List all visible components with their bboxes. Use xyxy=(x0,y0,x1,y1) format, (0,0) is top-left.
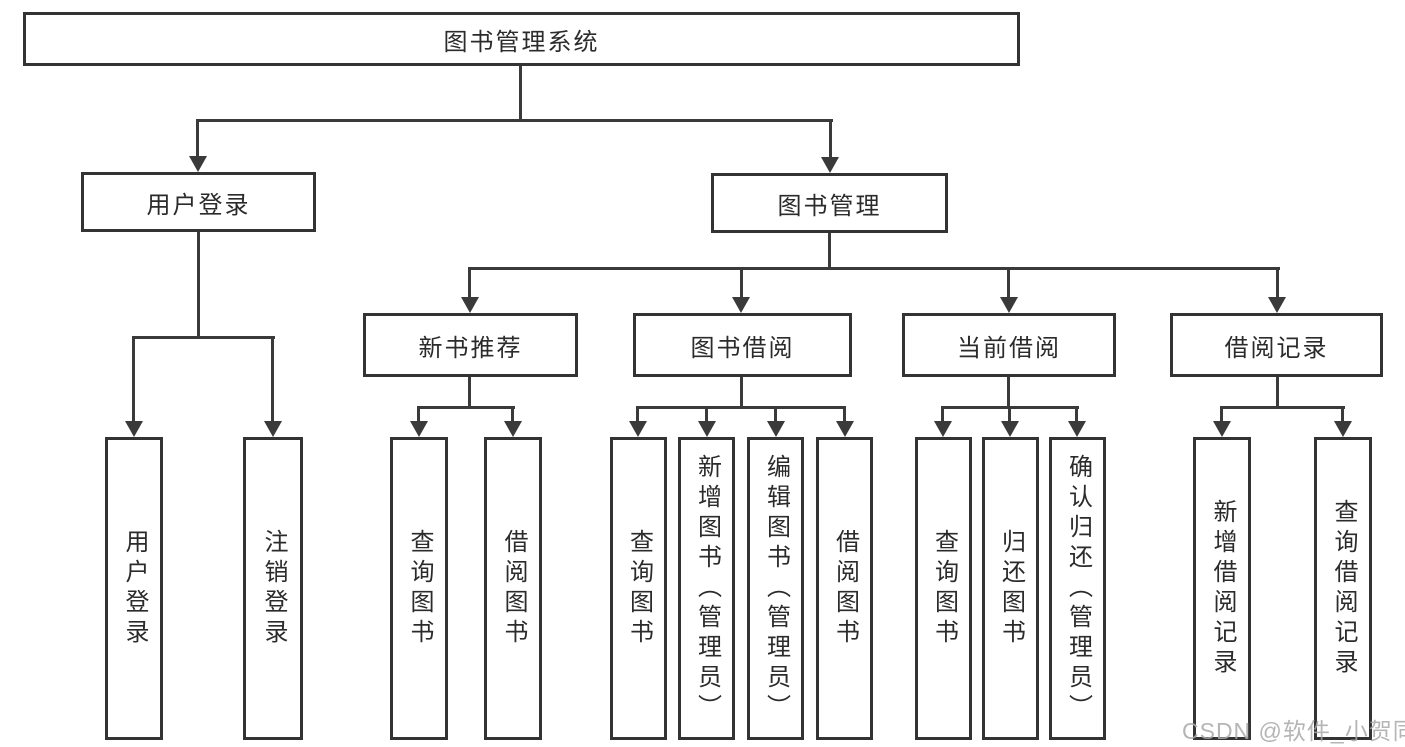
diagram-box-edit-book-admin: 编辑图书（管理员） xyxy=(747,437,804,740)
connector-line xyxy=(740,267,743,300)
arrowhead-down-icon xyxy=(629,421,647,437)
diagram-box-label: 借阅记录 xyxy=(1224,334,1329,362)
diagram-box-label: 当前借阅 xyxy=(957,334,1061,362)
diagram-box-label: 图书管理 xyxy=(777,192,882,220)
diagram-box-label: 查询图书 xyxy=(930,528,958,649)
connector-line xyxy=(740,375,743,409)
diagram-box-library-system: 图书管理系统 xyxy=(23,12,1020,66)
diagram-box-label: 查询图书 xyxy=(406,528,433,649)
diagram-box-label: 注销登录 xyxy=(260,528,287,649)
diagram-box-label: 归还图书 xyxy=(997,528,1025,649)
connector-line xyxy=(828,231,831,270)
arrowhead-down-icon xyxy=(767,421,785,437)
arrowhead-down-icon xyxy=(1000,297,1018,313)
diagram-box-label: 查询借阅记录 xyxy=(1330,498,1357,679)
arrowhead-down-icon xyxy=(1001,421,1019,437)
diagram-box-logout: 注销登录 xyxy=(243,437,303,740)
arrowhead-down-icon xyxy=(1213,421,1231,437)
diagram-box-label: 确认归还（管理员） xyxy=(1064,453,1092,724)
connector-line xyxy=(1007,375,1010,409)
arrowhead-down-icon xyxy=(934,421,952,437)
connector-line xyxy=(1276,375,1279,409)
connector-line xyxy=(196,119,199,159)
connector-line xyxy=(636,406,846,409)
diagram-box-query-borrow-record: 查询借阅记录 xyxy=(1314,437,1372,740)
arrowhead-down-icon xyxy=(189,156,207,172)
arrowhead-down-icon xyxy=(698,421,716,437)
diagram-box-label: 新书推荐 xyxy=(418,334,523,362)
connector-line xyxy=(1075,406,1078,424)
arrowhead-down-icon xyxy=(732,297,750,313)
diagram-box-borrow-book-bb: 借阅图书 xyxy=(816,437,873,740)
diagram-box-new-book-recommend: 新书推荐 xyxy=(363,313,578,377)
connector-line xyxy=(468,267,471,300)
connector-line xyxy=(1008,406,1011,424)
arrowhead-down-icon xyxy=(125,421,143,437)
arrowhead-down-icon xyxy=(821,157,839,173)
connector-line xyxy=(705,406,708,424)
diagram-box-current-borrow: 当前借阅 xyxy=(902,313,1116,377)
diagram-box-label: 借阅图书 xyxy=(500,528,527,649)
arrowhead-down-icon xyxy=(410,421,428,437)
diagram-box-query-book-nb: 查询图书 xyxy=(390,437,448,740)
diagram-box-confirm-return-admin: 确认归还（管理员） xyxy=(1049,437,1106,740)
connector-line xyxy=(519,64,522,122)
arrowhead-down-icon xyxy=(836,421,854,437)
csdn-watermark: CSDN @软件_小贺同学 xyxy=(1182,718,1405,744)
diagram-box-label: 新增借阅记录 xyxy=(1209,498,1236,679)
diagram-box-return-book: 归还图书 xyxy=(982,437,1039,740)
diagram-box-add-book-admin: 新增图书（管理员） xyxy=(678,437,735,740)
diagram-box-user-login-action: 用户登录 xyxy=(105,437,163,740)
arrowhead-down-icon xyxy=(1068,421,1086,437)
arrowhead-down-icon xyxy=(264,421,282,437)
connector-line xyxy=(1220,406,1223,424)
connector-line xyxy=(417,406,515,409)
diagram-box-book-borrow: 图书借阅 xyxy=(633,313,852,377)
arrowhead-down-icon xyxy=(504,421,522,437)
diagram-box-label: 借阅图书 xyxy=(831,528,859,649)
diagram-box-book-management: 图书管理 xyxy=(711,173,948,233)
connector-line xyxy=(468,375,471,409)
connector-line xyxy=(1007,267,1010,300)
connector-line xyxy=(468,267,1280,270)
diagram-box-add-borrow-record: 新增借阅记录 xyxy=(1193,437,1251,740)
connector-line xyxy=(511,406,514,424)
connector-line xyxy=(197,230,200,339)
connector-line xyxy=(132,336,135,424)
diagram-box-borrow-record: 借阅记录 xyxy=(1170,313,1383,377)
connector-line xyxy=(774,406,777,424)
connector-line xyxy=(1276,267,1279,300)
diagram-box-label: 用户登录 xyxy=(121,528,148,649)
connector-line xyxy=(829,119,832,160)
diagram-box-label: 编辑图书（管理员） xyxy=(762,453,790,724)
diagram-box-label: 图书借阅 xyxy=(690,334,795,362)
connector-line xyxy=(271,336,274,424)
connector-line xyxy=(417,406,420,424)
connector-line xyxy=(1341,406,1344,424)
connector-line xyxy=(941,406,944,424)
connector-line xyxy=(843,406,846,424)
diagram-box-query-book-cb: 查询图书 xyxy=(915,437,972,740)
diagram-box-borrow-book-nb: 借阅图书 xyxy=(484,437,542,740)
connector-line xyxy=(1220,406,1345,409)
connector-line xyxy=(196,119,833,122)
diagram-box-label: 查询图书 xyxy=(625,528,653,649)
arrowhead-down-icon xyxy=(461,297,479,313)
diagram-box-label: 用户登录 xyxy=(146,191,251,219)
connector-line xyxy=(132,336,275,339)
diagram-box-label: 新增图书（管理员） xyxy=(693,453,721,724)
diagram-box-label: 图书管理系统 xyxy=(443,28,600,56)
diagram-box-user-login: 用户登录 xyxy=(81,172,316,232)
diagram-box-query-book-bb: 查询图书 xyxy=(610,437,667,740)
arrowhead-down-icon xyxy=(1268,297,1286,313)
arrowhead-down-icon xyxy=(1334,421,1352,437)
connector-line xyxy=(636,406,639,424)
